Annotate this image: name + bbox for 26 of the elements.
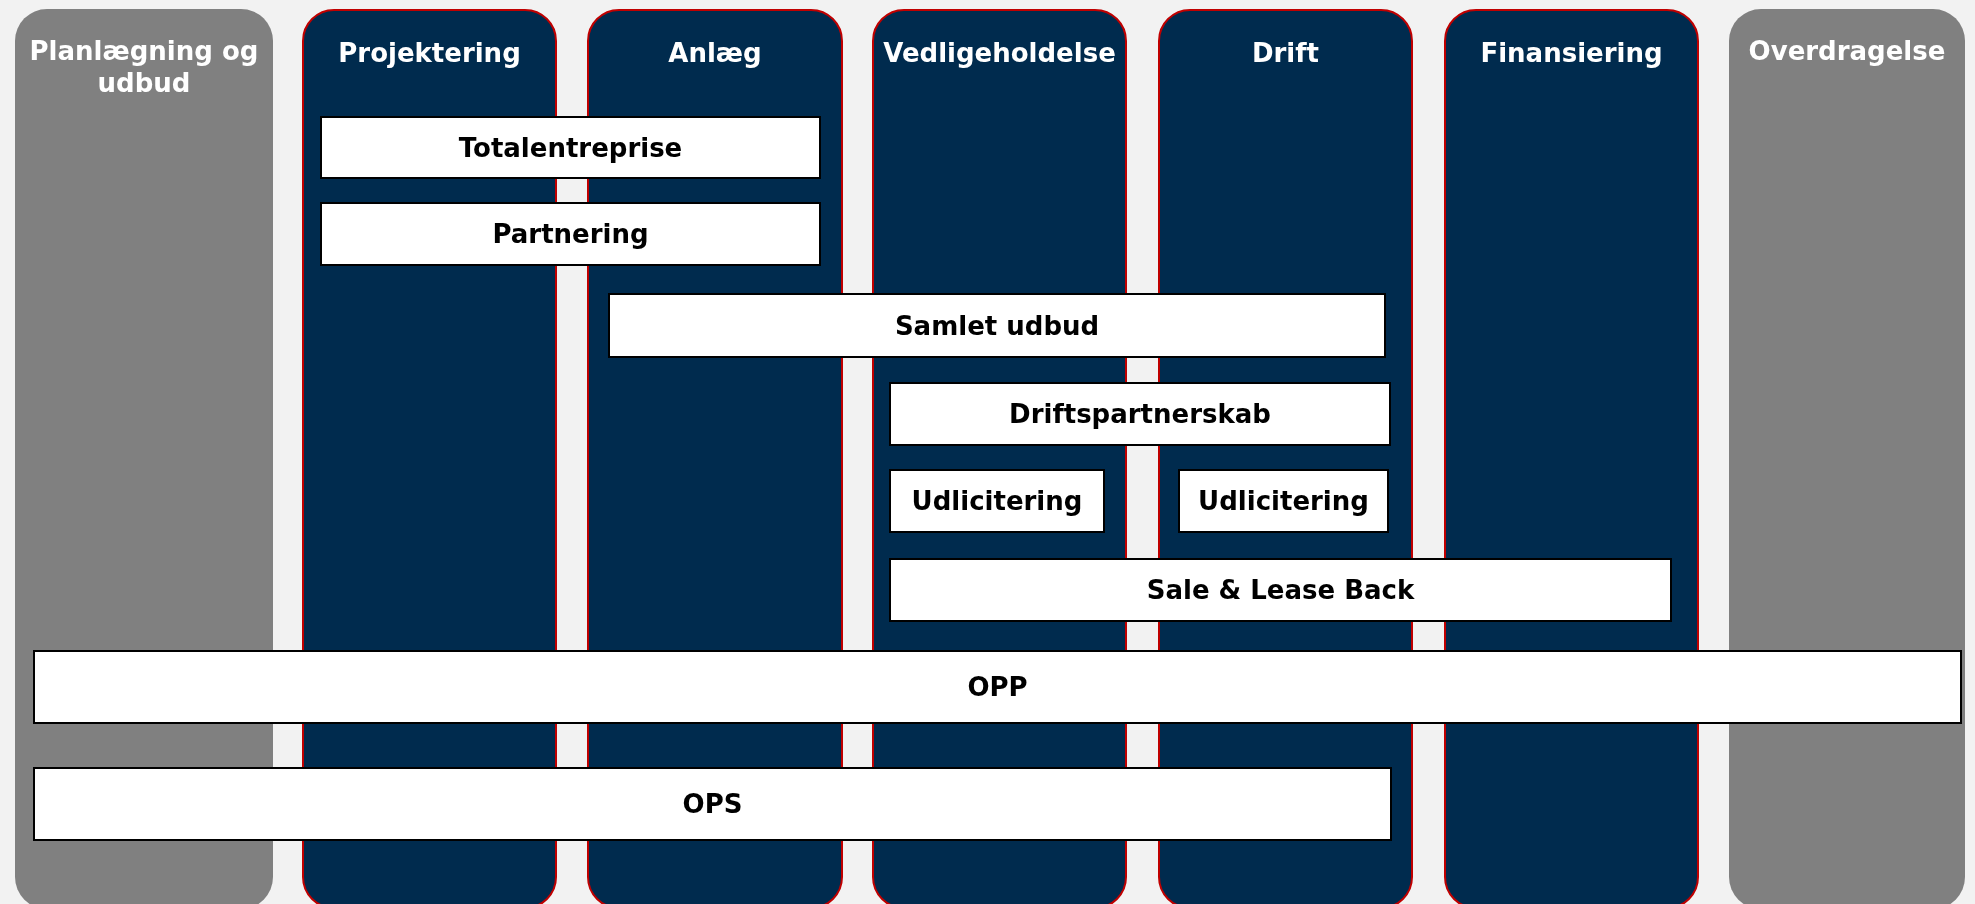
phase-title: Anlæg bbox=[667, 37, 763, 69]
contract-bar bbox=[320, 116, 821, 179]
contract-bar bbox=[889, 382, 1391, 446]
phase-title: Overdragelse bbox=[1747, 35, 1947, 67]
contract-label: Partnering bbox=[492, 219, 649, 249]
contract-label: OPP bbox=[967, 672, 1028, 702]
contract-bar bbox=[1178, 469, 1389, 533]
phase-title: Drift bbox=[1250, 37, 1321, 69]
phase-title: Vedligeholdelse bbox=[882, 37, 1117, 69]
contract-bar bbox=[33, 650, 1962, 724]
contract-bar bbox=[608, 293, 1386, 358]
phase-title: Planlægning og udbud bbox=[28, 35, 260, 99]
contract-label: Udlicitering bbox=[1198, 486, 1369, 516]
contract-label: Driftspartnerskab bbox=[1009, 399, 1271, 429]
contract-bar bbox=[320, 202, 821, 266]
phase-title: Projektering bbox=[337, 37, 522, 69]
phase-title: Finansiering bbox=[1479, 37, 1664, 69]
phase-column bbox=[1729, 9, 1965, 904]
contract-bar bbox=[889, 558, 1672, 622]
contract-label: Samlet udbud bbox=[894, 310, 1100, 341]
contract-label: Udlicitering bbox=[911, 486, 1083, 516]
contract-bar bbox=[889, 469, 1105, 533]
contract-label: Sale & Lease Back bbox=[1146, 575, 1415, 605]
contract-bar bbox=[33, 767, 1392, 841]
contract-label: OPS bbox=[682, 789, 743, 819]
contract-label: Totalentreprise bbox=[458, 132, 683, 163]
